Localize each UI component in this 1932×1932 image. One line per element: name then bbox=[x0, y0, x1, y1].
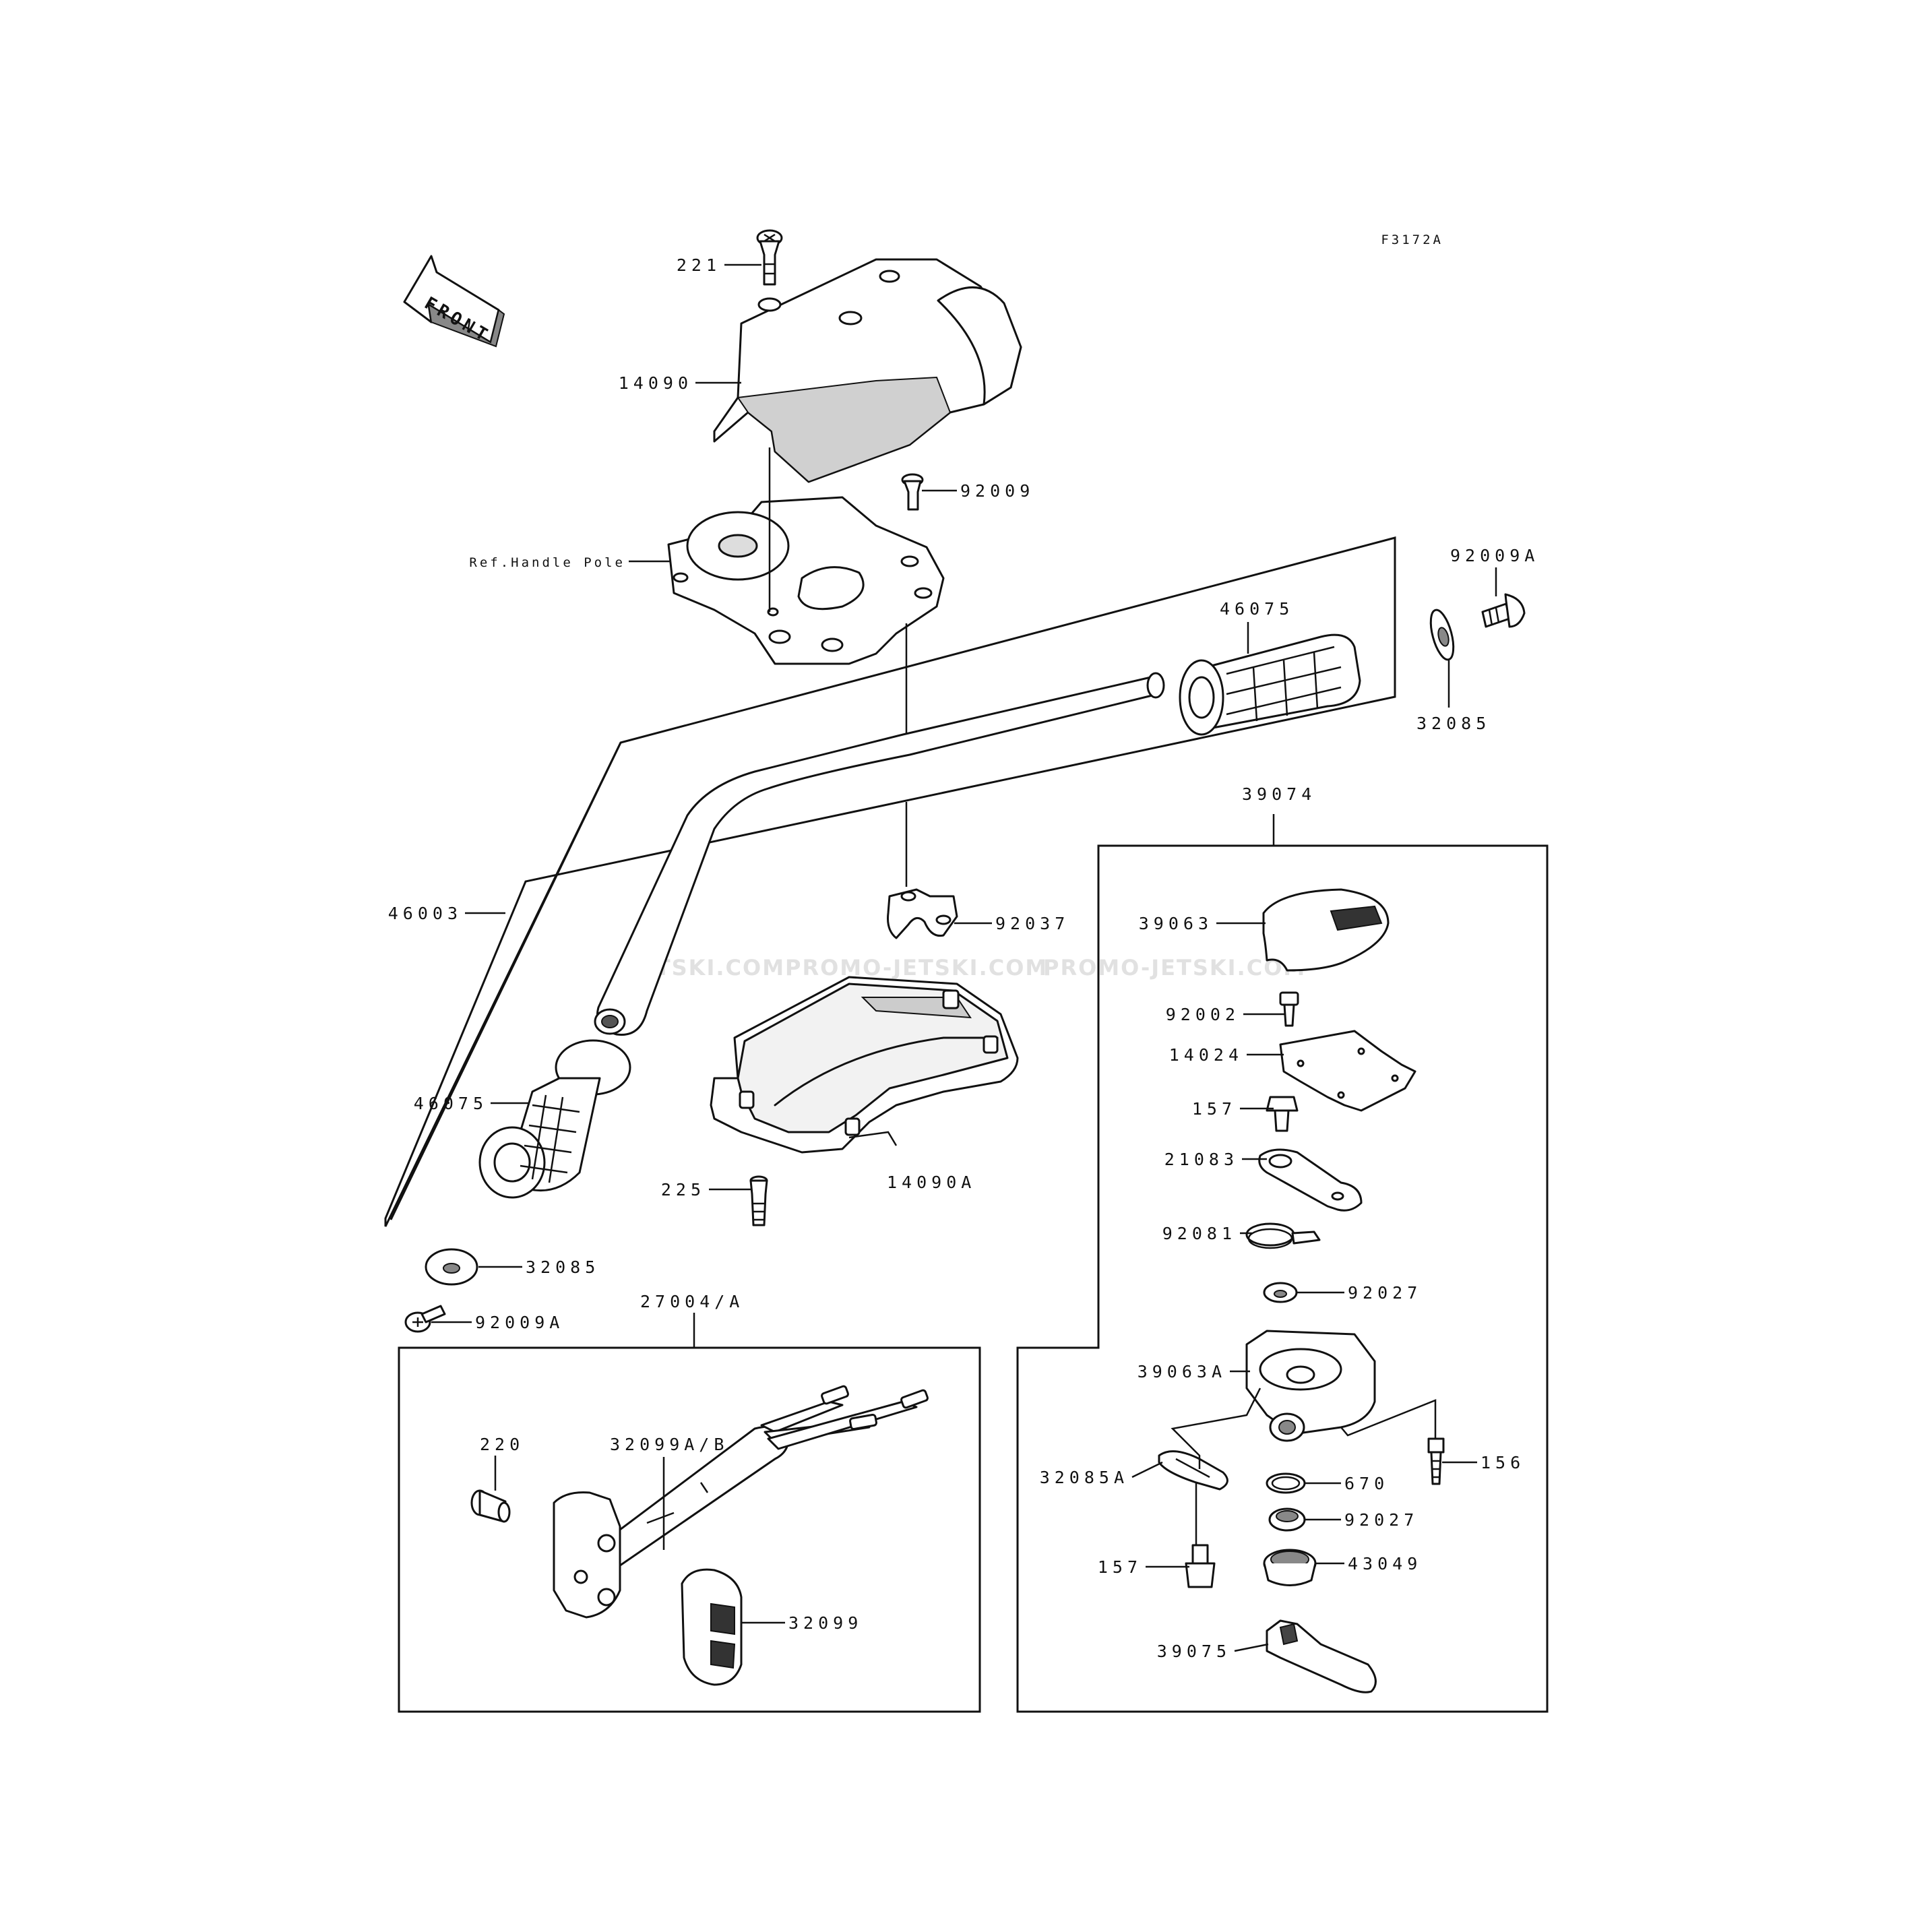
clamp-92037-icon bbox=[887, 888, 958, 939]
label-92009A-top: 92009A bbox=[1450, 546, 1539, 565]
label-220: 220 bbox=[480, 1435, 524, 1454]
grip-46075-bottom-icon bbox=[478, 1039, 631, 1199]
label-39074: 39074 bbox=[1242, 784, 1316, 804]
assembly-frames bbox=[384, 536, 1549, 1713]
lever-21083-icon bbox=[1258, 1148, 1363, 1212]
front-arrow-icon: FRONT bbox=[403, 255, 505, 348]
leader-lines bbox=[431, 263, 1497, 1652]
o-ring-670-icon bbox=[1266, 1472, 1306, 1494]
screw-92002-icon bbox=[1279, 991, 1299, 1027]
lever-39075-icon bbox=[1266, 1619, 1377, 1693]
switch-32099AB-icon bbox=[553, 1385, 929, 1619]
label-46075-top: 46075 bbox=[1220, 599, 1294, 619]
label-92002: 92002 bbox=[1166, 1005, 1240, 1024]
watermark-3: PROMO-JETSKI.COM bbox=[1043, 955, 1306, 980]
label-21083: 21083 bbox=[1164, 1150, 1239, 1169]
label-32085-bottom: 32085 bbox=[526, 1257, 600, 1277]
label-225: 225 bbox=[661, 1180, 706, 1199]
label-14024: 14024 bbox=[1169, 1045, 1243, 1065]
label-92027-top: 92027 bbox=[1348, 1283, 1422, 1303]
bolt-156-icon bbox=[1427, 1437, 1445, 1485]
label-92009: 92009 bbox=[960, 481, 1034, 501]
washer-92027-bottom-icon bbox=[1268, 1507, 1306, 1532]
figure-code: F3172A bbox=[1381, 232, 1443, 247]
throttle-case-39063A-icon bbox=[1245, 1330, 1376, 1442]
label-39063A: 39063A bbox=[1138, 1362, 1226, 1381]
watermark-2: PROMO-JETSKI.COM bbox=[785, 955, 1048, 980]
bolt-157-bottom-icon bbox=[1185, 1544, 1216, 1588]
throttle-frame bbox=[1016, 844, 1549, 1713]
screw-92009A-top-icon bbox=[1481, 593, 1526, 628]
screw-221-icon bbox=[756, 229, 783, 286]
label-92081: 92081 bbox=[1162, 1224, 1237, 1243]
label-43049: 43049 bbox=[1348, 1554, 1422, 1573]
washer-92027-top-icon bbox=[1263, 1282, 1298, 1303]
spring-92081-icon bbox=[1245, 1222, 1321, 1249]
label-39075: 39075 bbox=[1157, 1642, 1231, 1661]
label-92009A-bottom: 92009A bbox=[475, 1313, 564, 1332]
washer-32085-bottom-icon bbox=[425, 1248, 478, 1286]
lower-cover-14090A-icon bbox=[710, 976, 1019, 1154]
seal-43049-icon bbox=[1263, 1549, 1317, 1586]
label-46075-bottom: 46075 bbox=[414, 1094, 488, 1113]
label-14090A: 14090A bbox=[887, 1173, 976, 1192]
ref-handle-pole-label: Ref.Handle Pole bbox=[469, 555, 625, 570]
bolt-225-icon bbox=[749, 1175, 768, 1226]
label-156: 156 bbox=[1481, 1453, 1525, 1472]
handle-pole-plate-icon bbox=[667, 496, 945, 665]
screw-92009-icon bbox=[901, 473, 924, 511]
label-32085A: 32085A bbox=[1040, 1468, 1129, 1487]
label-14090: 14090 bbox=[619, 373, 693, 393]
plate-14024-icon bbox=[1279, 1030, 1416, 1112]
label-670: 670 bbox=[1344, 1474, 1389, 1493]
bolt-157-top-icon bbox=[1266, 1096, 1299, 1132]
label-157-bottom: 157 bbox=[1098, 1557, 1142, 1577]
label-221: 221 bbox=[677, 255, 721, 275]
handlebar-46003-icon bbox=[594, 672, 1165, 1036]
top-cover-14090-icon bbox=[713, 258, 1022, 483]
label-39063: 39063 bbox=[1139, 914, 1213, 933]
label-27004A: 27004/A bbox=[640, 1292, 744, 1311]
screw-92009A-bottom-icon bbox=[404, 1305, 446, 1333]
label-32085-top: 32085 bbox=[1416, 714, 1491, 733]
label-92027-bottom: 92027 bbox=[1344, 1510, 1419, 1530]
label-46003: 46003 bbox=[388, 904, 462, 923]
label-92037: 92037 bbox=[995, 914, 1069, 933]
label-32099: 32099 bbox=[788, 1613, 863, 1633]
label-32099AB: 32099A/B bbox=[610, 1435, 728, 1454]
clip-32085A-icon bbox=[1158, 1450, 1228, 1491]
grip-46075-top-icon bbox=[1179, 633, 1361, 736]
cap-39063-icon bbox=[1262, 888, 1390, 972]
bolt-220-icon bbox=[470, 1489, 511, 1523]
washer-32085-top-icon bbox=[1429, 609, 1455, 661]
switch-32099-icon bbox=[681, 1568, 743, 1686]
label-157-top: 157 bbox=[1192, 1099, 1237, 1119]
switch-frame bbox=[398, 1346, 981, 1713]
